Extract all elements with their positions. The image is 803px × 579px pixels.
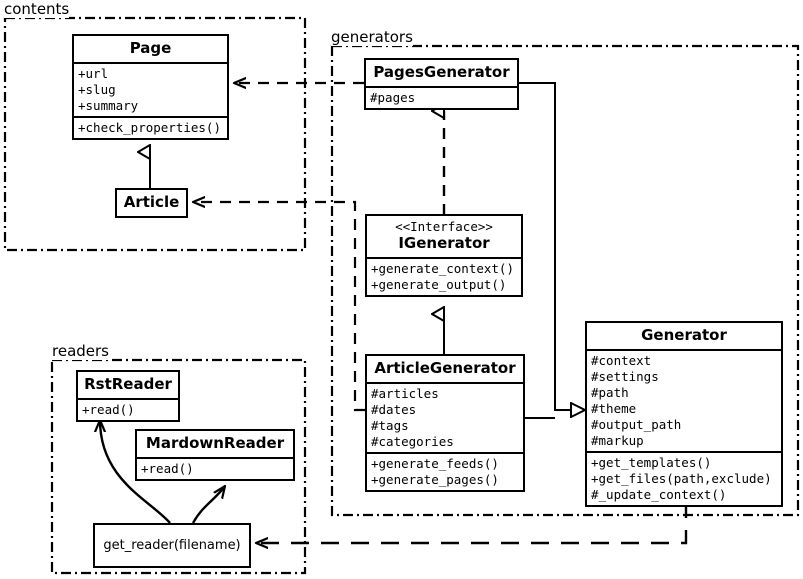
- class-box-article[interactable]: Article: [115, 188, 188, 218]
- class-title-articlegenerator: ArticleGenerator: [374, 359, 516, 377]
- attribute-row: #theme: [591, 401, 637, 416]
- class-title-page: Page: [129, 39, 172, 57]
- class-title-article: Article: [123, 193, 180, 211]
- attribute-row: #tags: [371, 418, 409, 433]
- package-frame-readers: [50, 358, 307, 575]
- method-row: +check_properties(): [78, 120, 221, 135]
- attribute-row: #pages: [370, 90, 416, 105]
- class-box-articlegenerator[interactable]: ArticleGenerator #articles #dates #tags …: [365, 354, 525, 492]
- method-row: +generate_context(): [371, 261, 514, 276]
- attribute-row: #markup: [591, 433, 644, 448]
- method-row: +read(): [82, 402, 135, 417]
- class-title-pagesgenerator: PagesGenerator: [373, 63, 510, 81]
- class-title-igenerator: IGenerator: [398, 234, 490, 252]
- method-row: +generate_output(): [371, 277, 507, 292]
- method-row: +generate_feeds(): [371, 456, 499, 471]
- method-row: +read(): [141, 461, 194, 476]
- attribute-row: #categories: [371, 434, 454, 449]
- package-label-readers: readers: [52, 342, 109, 360]
- method-row: +get_templates(): [591, 455, 712, 470]
- class-attributes-page: +url +slug +summary: [74, 62, 227, 116]
- package-label-contents: contents: [4, 0, 70, 18]
- class-box-page[interactable]: Page +url +slug +summary +check_properti…: [72, 34, 229, 140]
- class-title-mardownreader: MardownReader: [145, 434, 285, 452]
- class-attributes-pagesgenerator: #pages: [366, 86, 517, 108]
- class-box-mardownreader[interactable]: MardownReader +read(): [135, 429, 295, 481]
- class-box-pagesgenerator[interactable]: PagesGenerator #pages: [364, 58, 519, 110]
- class-box-generator[interactable]: Generator #context #settings #path #them…: [585, 321, 783, 507]
- class-methods-page: +check_properties(): [74, 116, 227, 138]
- class-attributes-articlegenerator: #articles #dates #tags #categories: [367, 382, 523, 452]
- function-label-get-reader: get_reader(filename): [103, 538, 241, 553]
- generalization-generators-to-generator: [519, 82, 585, 419]
- class-box-rstreader[interactable]: RstReader +read(): [76, 370, 180, 422]
- attribute-row: +summary: [78, 98, 139, 113]
- dependency-getreader-to-rstreader: [100, 420, 171, 524]
- attribute-row: +slug: [78, 82, 116, 97]
- attribute-row: #context: [591, 353, 652, 368]
- package-frame-contents: [3, 16, 307, 252]
- attribute-row: #output_path: [591, 417, 682, 432]
- class-methods-mardownreader: +read(): [137, 457, 293, 479]
- class-title-generator: Generator: [641, 326, 727, 344]
- attribute-row: #settings: [591, 369, 659, 384]
- function-box-get-reader[interactable]: get_reader(filename): [93, 523, 251, 568]
- dependency-generator-to-getreader: [256, 500, 688, 543]
- class-methods-articlegenerator: +generate_feeds() +generate_pages(): [367, 452, 523, 490]
- class-methods-generator: +get_templates() +get_files(path,exclude…: [587, 451, 781, 505]
- class-title-rstreader: RstReader: [84, 375, 172, 393]
- class-stereotype-igenerator: <<Interface>>: [395, 219, 493, 234]
- method-row: #_update_context(): [591, 487, 727, 502]
- class-methods-rstreader: +read(): [78, 398, 178, 420]
- attribute-row: #path: [591, 385, 629, 400]
- attribute-row: #articles: [371, 386, 439, 401]
- dependency-articlegenerator-to-article: [193, 202, 365, 412]
- attribute-row: #dates: [371, 402, 417, 417]
- method-row: +generate_pages(): [371, 472, 499, 487]
- class-attributes-generator: #context #settings #path #theme #output_…: [587, 349, 781, 451]
- dependency-getreader-to-mardownreader: [191, 486, 225, 524]
- attribute-row: +url: [78, 66, 109, 81]
- package-label-generators: generators: [331, 28, 413, 46]
- package-frame-generators: [330, 44, 800, 517]
- class-methods-igenerator: +generate_context() +generate_output(): [367, 257, 521, 295]
- method-row: +get_files(path,exclude): [591, 471, 772, 486]
- class-box-igenerator[interactable]: <<Interface>> IGenerator +generate_conte…: [365, 214, 523, 297]
